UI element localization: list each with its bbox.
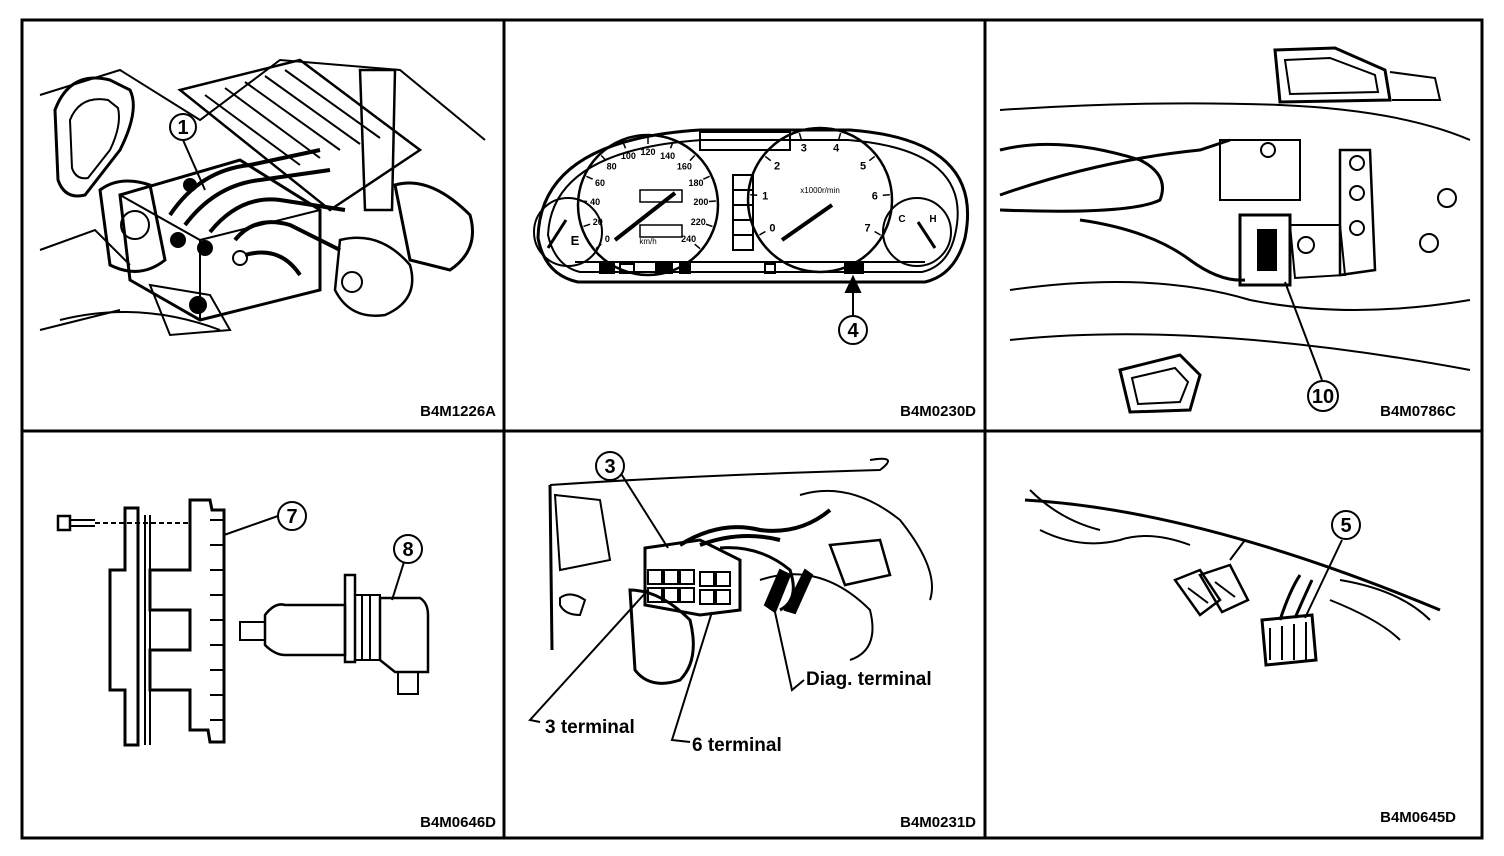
panel-1-hydraulic-unit bbox=[39, 58, 486, 337]
svg-text:4: 4 bbox=[847, 320, 859, 342]
speedometer-tick bbox=[708, 200, 716, 203]
svg-text:10: 10 bbox=[1312, 386, 1334, 408]
tach-unit-label: x1000r/min bbox=[800, 186, 840, 195]
speedometer-tick bbox=[595, 243, 602, 250]
figure-code-p1: B4M1226A bbox=[420, 403, 496, 420]
tachometer-number: 1 bbox=[762, 191, 768, 203]
speedometer-tick bbox=[600, 154, 607, 162]
tachometer-number: 4 bbox=[833, 142, 840, 154]
svg-text:1: 1 bbox=[177, 117, 188, 139]
callout-4-leader bbox=[844, 274, 862, 316]
meter-needles bbox=[546, 191, 937, 249]
temp-gauge-letter-hot: H bbox=[929, 214, 936, 225]
speedometer-ticks bbox=[580, 137, 716, 250]
speedometer-number: 200 bbox=[693, 197, 708, 207]
tachometer-tick bbox=[882, 194, 890, 197]
speedometer-number: 80 bbox=[607, 162, 617, 172]
callout-4: 4 bbox=[838, 315, 868, 345]
terminal-6-label: 6 terminal bbox=[692, 735, 782, 756]
speedometer-number: 60 bbox=[595, 178, 605, 188]
figure-code-p4: B4M0646D bbox=[420, 814, 496, 831]
speedometer-number: 240 bbox=[681, 234, 696, 244]
panel-2-combination-meter bbox=[533, 126, 970, 284]
tachometer-tick bbox=[837, 132, 842, 141]
tachometer-ticks bbox=[750, 132, 890, 236]
tachometer-tick bbox=[750, 194, 758, 197]
figure-code-p5: B4M0231D bbox=[900, 814, 976, 831]
svg-text:7: 7 bbox=[286, 506, 297, 528]
tachometer-tick bbox=[874, 230, 881, 236]
tachometer-number: 0 bbox=[769, 222, 775, 234]
fuel-gauge-letter: E bbox=[571, 233, 580, 248]
speedometer-tick bbox=[702, 175, 710, 180]
speedometer-number: 40 bbox=[590, 197, 600, 207]
speedometer-number: 160 bbox=[677, 162, 692, 172]
panel-4-sensor bbox=[56, 498, 430, 747]
svg-text:5: 5 bbox=[1340, 515, 1351, 537]
speedometer-tick bbox=[622, 141, 627, 149]
callout-1: 1 bbox=[169, 113, 197, 141]
speedometer-number: 140 bbox=[660, 151, 675, 161]
svg-text:8: 8 bbox=[402, 539, 413, 561]
tachometer-tick bbox=[759, 230, 766, 236]
terminal-3-label: 3 terminal bbox=[545, 717, 635, 738]
speedometer-tick bbox=[669, 141, 674, 149]
panel-3-under-dash bbox=[999, 46, 1471, 414]
figure-code-p2: B4M0230D bbox=[900, 403, 976, 420]
tachometer-number: 6 bbox=[872, 191, 878, 203]
speedometer-tick bbox=[586, 175, 594, 180]
callout-10: 10 bbox=[1307, 380, 1339, 412]
speedometer-tick bbox=[694, 243, 701, 250]
tachometer-tick bbox=[798, 132, 803, 141]
speedometer-number: 220 bbox=[691, 217, 706, 227]
tachometer-tick bbox=[764, 155, 772, 162]
diag-terminal-label: Diag. terminal bbox=[806, 669, 932, 690]
panel-6-underside bbox=[1024, 489, 1441, 667]
tachometer-tick bbox=[868, 155, 876, 162]
callout-8: 8 bbox=[393, 534, 423, 564]
figure-code-p3: B4M0786C bbox=[1380, 403, 1456, 420]
speedometer-tick bbox=[583, 223, 591, 228]
tachometer-numbers: 0 1 2 3 4 5 6 7 bbox=[762, 142, 878, 234]
speedometer-number: 180 bbox=[688, 178, 703, 188]
panel-5-diag-connector bbox=[528, 457, 933, 743]
callout-3: 3 bbox=[595, 451, 625, 481]
callout-5: 5 bbox=[1331, 510, 1361, 540]
speed-unit-label: km/h bbox=[639, 237, 656, 246]
speedometer-tick bbox=[580, 200, 588, 203]
speedometer-number: 0 bbox=[605, 234, 610, 244]
speedometer-number: 100 bbox=[621, 151, 636, 161]
tachometer-number: 7 bbox=[865, 222, 871, 234]
tachometer-number: 2 bbox=[774, 161, 780, 173]
speedometer-number: 20 bbox=[593, 217, 603, 227]
svg-text:3: 3 bbox=[604, 456, 615, 478]
tachometer-number: 3 bbox=[801, 142, 807, 154]
tachometer-number: 5 bbox=[860, 161, 866, 173]
speedometer-tick bbox=[689, 154, 696, 162]
figure-code-p6: B4M0645D bbox=[1380, 809, 1456, 826]
speedometer-tick bbox=[705, 223, 713, 228]
panel-grid bbox=[20, 18, 1484, 840]
temp-gauge-letter-cold: C bbox=[898, 214, 905, 225]
callout-7: 7 bbox=[277, 501, 307, 531]
speedometer-number: 120 bbox=[640, 147, 655, 157]
